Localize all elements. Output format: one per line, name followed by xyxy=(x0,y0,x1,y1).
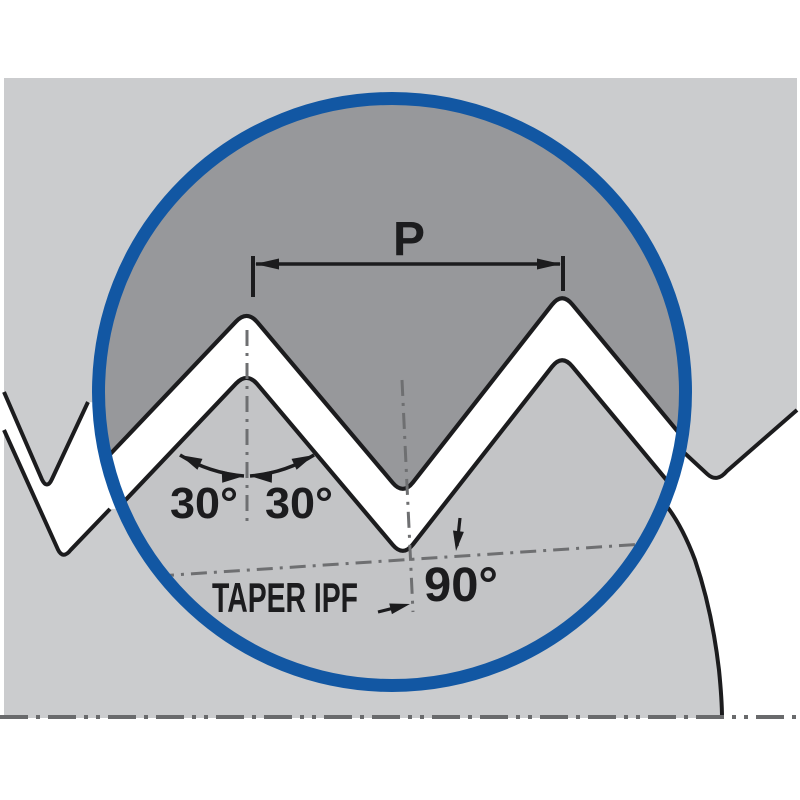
arrowhead xyxy=(291,455,314,470)
upper-material-left-outline xyxy=(2,391,90,487)
perpendicular-angle-label: 90° xyxy=(424,559,498,612)
arrowhead xyxy=(255,258,279,270)
magnified-thread-gap xyxy=(98,298,686,569)
taper-reference-line xyxy=(157,539,686,578)
taper-label: TAPER IPF xyxy=(212,574,358,621)
magnified-upper-profile-outline xyxy=(98,296,686,509)
construction-lines xyxy=(157,330,686,613)
upper-material-right-outline xyxy=(676,408,799,480)
perpendicular-angle-pointers xyxy=(377,517,464,615)
pitch-label: P xyxy=(393,213,425,266)
flank-angle-label-right: 30° xyxy=(265,479,333,528)
arrowhead xyxy=(452,530,464,551)
magnifier-ring xyxy=(92,92,692,692)
arrowhead xyxy=(250,470,273,483)
arrowhead xyxy=(180,455,203,470)
magnified-thread-view: P 30° 30° TAPER IPF 90° xyxy=(98,98,686,686)
arrowhead xyxy=(537,258,561,270)
pipe-left-outline xyxy=(2,429,112,557)
flank-angle-label-left: 30° xyxy=(170,479,238,528)
valley-axis-centerline xyxy=(400,379,415,613)
flank-angle-dimension xyxy=(179,453,315,483)
magnified-upper-material xyxy=(98,98,686,507)
pitch-dimension xyxy=(251,256,565,297)
arrowhead xyxy=(389,603,410,615)
pipe-taper-end-outline xyxy=(658,496,724,719)
arrowhead xyxy=(221,470,244,483)
